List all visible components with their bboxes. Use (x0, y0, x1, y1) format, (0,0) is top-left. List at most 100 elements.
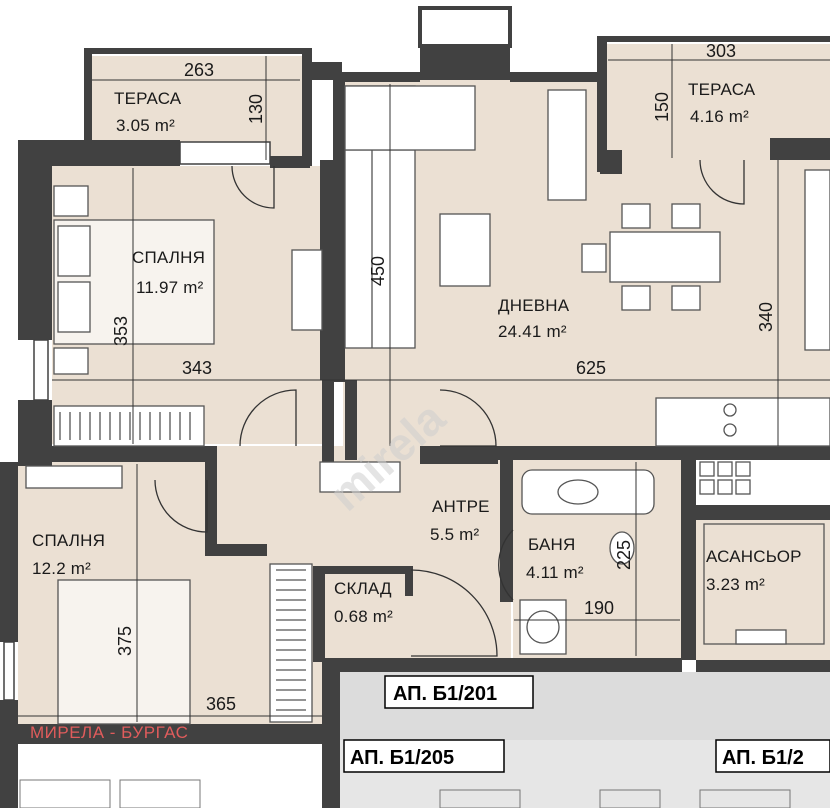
elevator-car (703, 523, 825, 645)
chair (621, 203, 651, 229)
furniture (25, 85, 830, 725)
dim-terrace-left-width: 263 (184, 60, 214, 80)
dim-living-side: 340 (756, 302, 776, 332)
brand-label: МИРЕЛА - БУРГАС (30, 723, 188, 742)
wall (18, 446, 210, 462)
window (3, 641, 15, 701)
washing-machine-drum (526, 610, 560, 644)
dim-bedroom-bottom-width: 365 (206, 694, 236, 714)
apt-below-right-box (715, 739, 830, 773)
wall (217, 544, 267, 556)
wall (681, 460, 696, 660)
dim-bedroom-top-width: 343 (182, 358, 212, 378)
wall (84, 52, 92, 164)
door-swing (410, 569, 498, 657)
wall (770, 138, 830, 160)
wall (322, 658, 682, 672)
bathtub (521, 469, 655, 515)
wall (345, 72, 420, 82)
doors (154, 159, 745, 657)
door-swing (439, 389, 497, 447)
pillow (57, 281, 91, 333)
stove-burner (723, 403, 737, 417)
windows (3, 141, 271, 701)
window (179, 141, 271, 165)
shoe-cabinet (319, 461, 401, 493)
kitchen-counter (804, 169, 830, 351)
wardrobe (53, 405, 205, 447)
wall (322, 660, 340, 808)
vent-shafts (699, 461, 751, 495)
apt-current-label: АП. Б1/201 (393, 683, 497, 705)
dim-bedroom-bottom-depth: 375 (115, 626, 135, 656)
kitchen-counter (655, 397, 830, 447)
dim-bath-depth: 225 (614, 540, 634, 570)
bedroom-bottom-name: СПАЛНЯ (32, 531, 105, 550)
dim-bedroom-top-depth: 353 (111, 316, 131, 346)
nightstand (53, 347, 89, 375)
elevator-door (735, 629, 787, 645)
sofa-back (344, 85, 476, 151)
wall (696, 660, 830, 672)
dim-bath-width: 190 (584, 598, 614, 618)
dim-terrace-right-depth: 150 (652, 92, 672, 122)
storage-floor (325, 566, 411, 658)
door-swing (498, 529, 514, 601)
wall (500, 460, 513, 602)
bedroom-top-name: СПАЛНЯ (132, 248, 205, 267)
lower-floor-hint (19, 779, 791, 808)
apt-below-left-box (343, 739, 505, 773)
chair (671, 203, 701, 229)
living-name: ДНЕВНА (498, 296, 570, 315)
walls (0, 6, 830, 808)
storage-name: СКЛАД (334, 579, 392, 598)
wall (302, 48, 312, 166)
bathroom-name: БАНЯ (528, 535, 575, 554)
door-swing (154, 479, 208, 533)
entrance-name: АНТРЕ (432, 497, 490, 516)
bedroom-top-area: 11.97 m² (136, 278, 204, 297)
toilet (609, 531, 635, 565)
room-labels: ТЕРАСА 3.05 m² ТЕРАСА 4.16 m² СПАЛНЯ 11.… (32, 80, 802, 626)
wall (18, 140, 52, 340)
door-swing (239, 389, 297, 447)
elevator-name: АСАНСЬОР (706, 547, 802, 566)
wall (205, 446, 217, 556)
bed (57, 579, 191, 725)
wall (325, 566, 411, 574)
pillow (57, 225, 91, 277)
door-swing (231, 165, 275, 209)
sink (557, 479, 599, 505)
wall (420, 446, 498, 464)
wall (597, 36, 607, 172)
dining-table (609, 231, 721, 283)
terrace-right-name: ТЕРАСА (688, 80, 756, 99)
wardrobe (269, 563, 313, 723)
window (33, 339, 49, 401)
desk (291, 249, 323, 331)
wall (18, 724, 322, 744)
chair (621, 285, 651, 311)
bedroom-bottom-area: 12.2 m² (32, 559, 91, 578)
apt-below-left-label: АП. Б1/205 (350, 747, 454, 769)
wall (696, 505, 830, 520)
wall (322, 380, 334, 480)
elevator-area: 3.23 m² (706, 575, 765, 594)
wall (498, 446, 830, 460)
dim-terrace-right-width: 303 (706, 41, 736, 61)
wall (600, 150, 622, 174)
apt-current-box (384, 675, 534, 709)
coffee-table (439, 213, 491, 287)
wall (313, 566, 325, 662)
dim-living-depth: 450 (368, 256, 388, 286)
apt-below-right-label: АП. Б1/2 (722, 747, 804, 769)
tv-unit (547, 89, 587, 201)
washing-machine (519, 599, 567, 655)
terrace-right-area: 4.16 m² (690, 107, 749, 126)
stove-burner (723, 423, 737, 437)
wall (320, 160, 334, 380)
wall (84, 48, 312, 54)
door-swing (699, 159, 745, 205)
chair (671, 285, 701, 311)
